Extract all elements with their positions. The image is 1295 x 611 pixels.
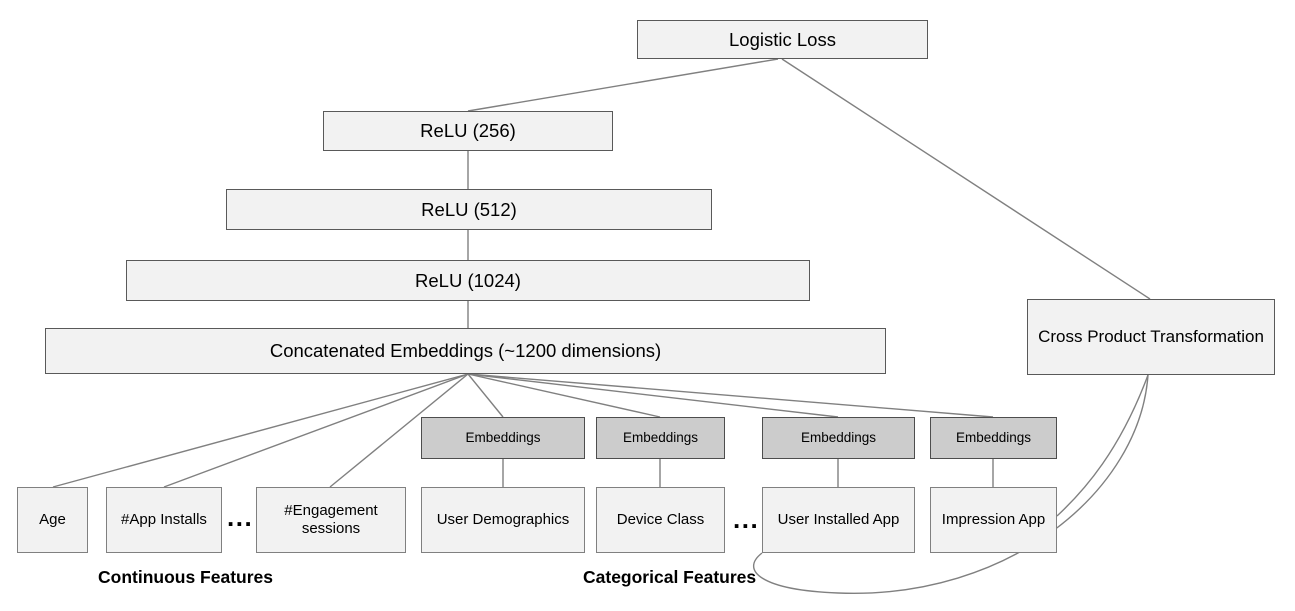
node-feature-engagement-sessions-label: #Engagement sessions	[284, 502, 378, 537]
node-embeddings-label: Embeddings	[465, 430, 541, 446]
node-relu-256[interactable]: ReLU (256)	[323, 111, 613, 151]
node-feature-user-demographics-label: User Demographics	[436, 511, 570, 529]
node-feature-age-label: Age	[39, 511, 66, 529]
node-relu-256-label: ReLU (256)	[420, 120, 516, 142]
edge-concat-to-age	[52, 373, 469, 488]
edge-concat-to-embeddings-4	[467, 373, 994, 418]
node-embeddings-label: Embeddings	[800, 430, 877, 446]
node-feature-device-class-label: Device Class	[616, 511, 705, 529]
node-logistic-loss-label: Logistic Loss	[729, 28, 836, 50]
edge-concat-to-embeddings-2	[467, 373, 661, 418]
edge-concat-to-embeddings-1	[467, 373, 504, 418]
node-feature-user-installed-app-label: User Installed App	[777, 511, 900, 529]
edge-concat-to-embeddings-3	[467, 373, 839, 418]
edge-loss-to-relu256	[467, 58, 779, 112]
node-feature-app-installs[interactable]: #App Installs	[106, 487, 222, 553]
node-relu-512[interactable]: ReLU (512)	[226, 189, 712, 230]
node-feature-age[interactable]: Age	[17, 487, 88, 553]
ellipsis-categorical-features: ...	[733, 504, 760, 534]
edge-loss-to-cross-product	[781, 58, 1151, 300]
node-concatenated-embeddings[interactable]: Concatenated Embeddings (~1200 dimension…	[45, 328, 886, 374]
node-feature-user-installed-app[interactable]: User Installed App	[762, 487, 915, 553]
node-concatenated-embeddings-label: Concatenated Embeddings (~1200 dimension…	[269, 340, 662, 362]
node-embeddings-impression-app[interactable]: Embeddings	[930, 417, 1057, 459]
node-feature-impression-app-label: Impression App	[941, 511, 1046, 529]
node-feature-engagement-sessions[interactable]: #Engagement sessions	[256, 487, 406, 553]
node-embeddings-device-class[interactable]: Embeddings	[596, 417, 725, 459]
node-embeddings-label: Embeddings	[622, 430, 699, 446]
node-feature-impression-app[interactable]: Impression App	[930, 487, 1057, 553]
caption-continuous-features: Continuous Features	[98, 567, 274, 587]
node-cross-product-transformation[interactable]: Cross Product Transformation	[1027, 299, 1275, 375]
node-feature-user-demographics[interactable]: User Demographics	[421, 487, 585, 553]
edge-cross-product-to-impression-app	[1056, 374, 1149, 517]
node-relu-512-label: ReLU (512)	[421, 198, 517, 220]
node-relu-1024-label: ReLU (1024)	[415, 269, 521, 291]
node-embeddings-user-demographics[interactable]: Embeddings	[421, 417, 585, 459]
caption-categorical-features: Categorical Features	[583, 567, 757, 587]
ellipsis-continuous-features: ...	[227, 502, 254, 532]
node-embeddings-user-installed-app[interactable]: Embeddings	[762, 417, 915, 459]
node-cross-product-transformation-label: Cross Product Transformation	[1038, 326, 1264, 346]
node-feature-app-installs-label: #App Installs	[121, 511, 207, 529]
edge-cross-product-to-user-installed-app	[752, 374, 1149, 594]
node-embeddings-label: Embeddings	[955, 430, 1032, 446]
node-logistic-loss[interactable]: Logistic Loss	[637, 20, 928, 59]
node-feature-device-class[interactable]: Device Class	[596, 487, 725, 553]
node-relu-1024[interactable]: ReLU (1024)	[126, 260, 810, 301]
